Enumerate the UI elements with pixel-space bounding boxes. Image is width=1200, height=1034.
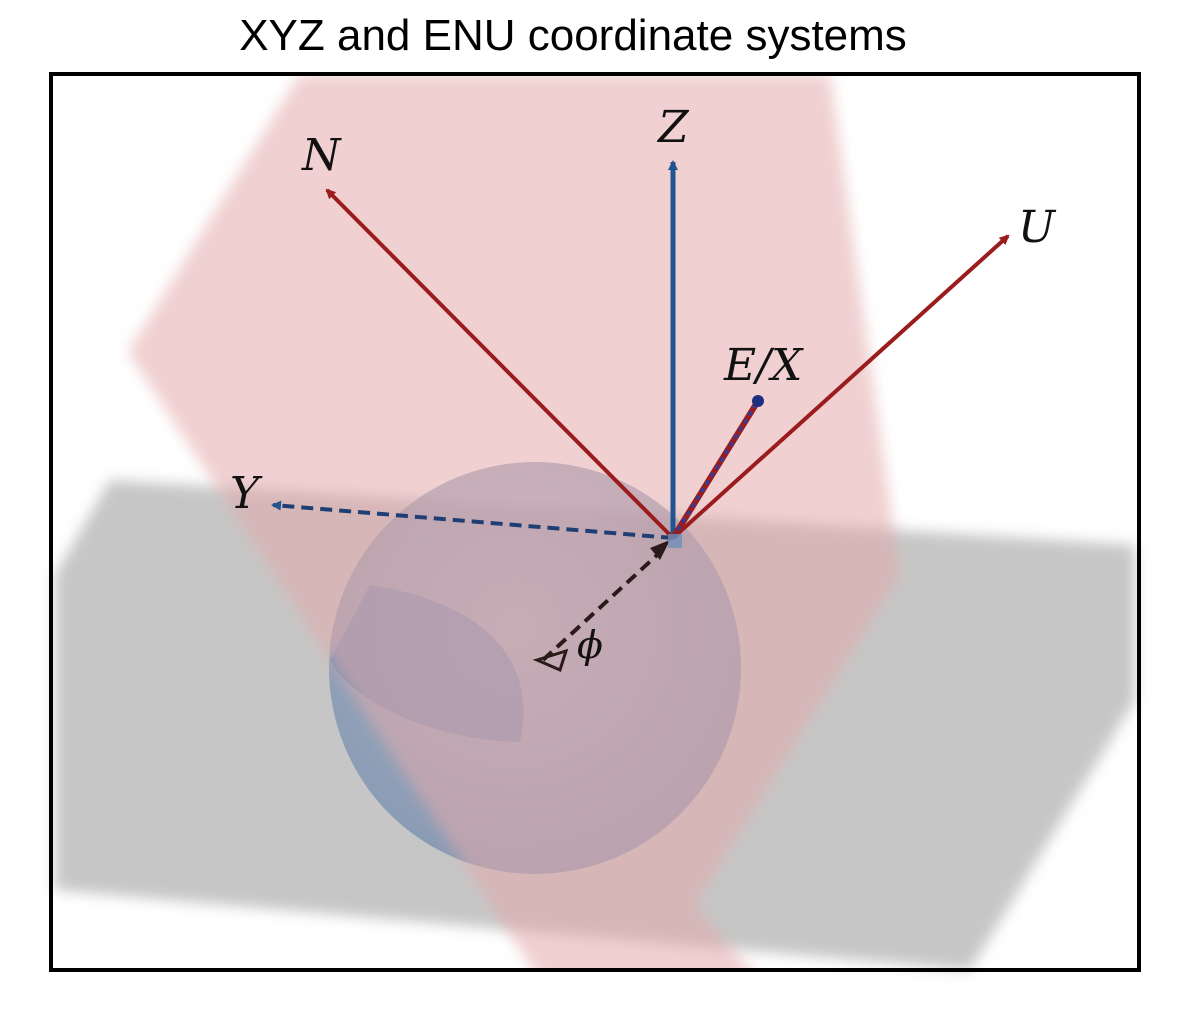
tangent-plane (128, 74, 900, 970)
e-x-axis-arrow (670, 399, 761, 540)
origin-marker (668, 534, 682, 548)
radius-arrowhead (650, 540, 670, 560)
u-axis-arrow (671, 234, 1010, 540)
latitude-angle-icon (532, 648, 569, 673)
e-x-axis-label: E/X (723, 340, 804, 391)
n-axis-label: N (301, 130, 342, 181)
diagram-title: XYZ and ENU coordinate systems (239, 11, 907, 60)
radius-vector (541, 543, 670, 662)
e-x-axis-tip (752, 395, 764, 407)
y-axis-arrow (271, 500, 674, 540)
z-axis-label: Z (656, 102, 690, 153)
y-axis-label: Y (230, 468, 263, 519)
phi-label: ϕ (577, 623, 603, 667)
u-axis-label: U (1018, 202, 1057, 253)
plot-frame (49, 72, 1141, 972)
n-axis-arrow (325, 188, 675, 540)
